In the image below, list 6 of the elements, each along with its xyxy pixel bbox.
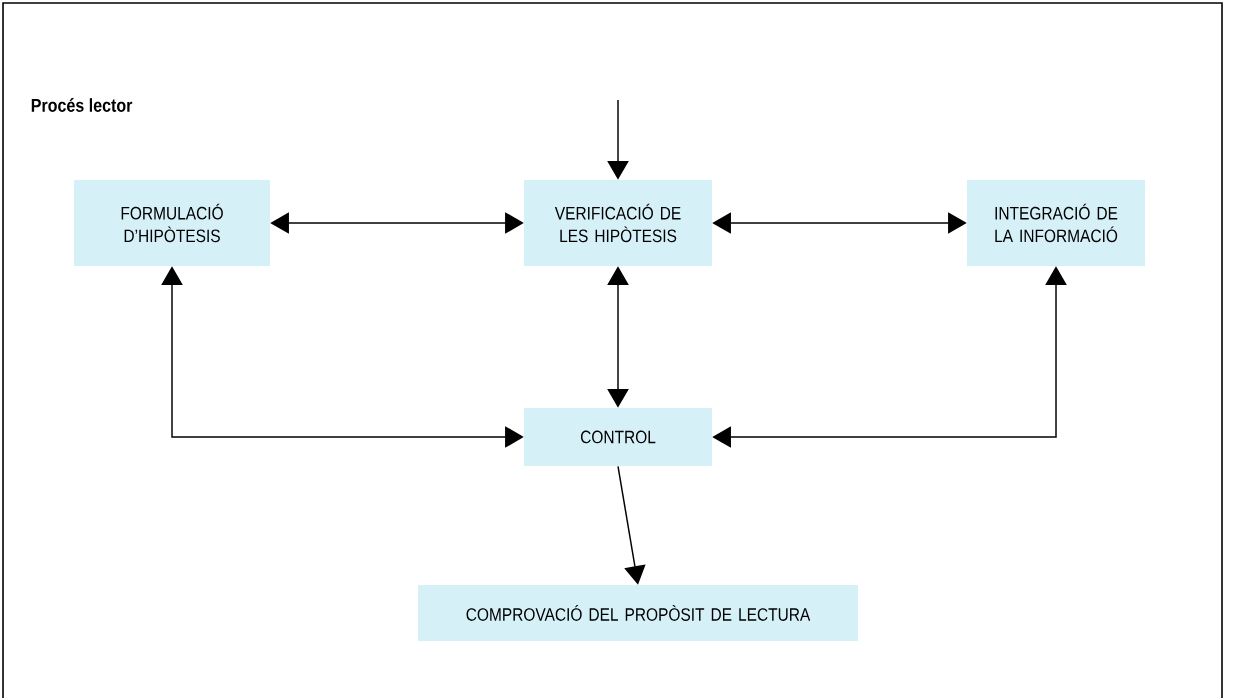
process-box: VERIFICACIÓ DE LES HIPÒTESIS <box>524 180 712 266</box>
process-box: COMPROVACIÓ DEL PROPÒSIT DE LECTURA <box>418 585 858 641</box>
process-box: INTEGRACIÓ DE LA INFORMACIÓ <box>967 180 1145 266</box>
title: Procés lector <box>31 98 133 112</box>
process-box: FORMULACIÓ D’HIPÒTESIS <box>74 180 270 266</box>
process-box: CONTROL <box>524 408 712 466</box>
